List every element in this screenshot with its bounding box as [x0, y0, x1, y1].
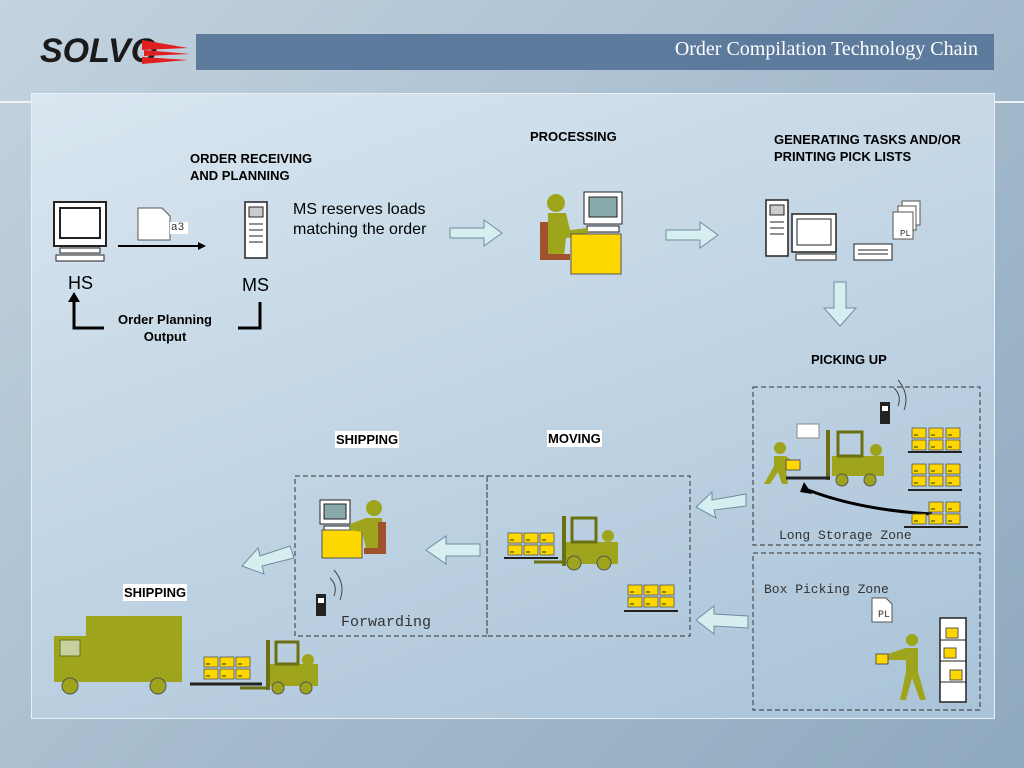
delivery-truck-icon — [54, 616, 182, 695]
ms-server-icon — [244, 201, 268, 259]
box-picker-icon — [875, 634, 926, 700]
forklift-moving-icon — [534, 516, 618, 571]
walking-picker-icon — [764, 442, 801, 484]
moving-zone-box — [486, 475, 691, 637]
box-picking-zone-box — [752, 552, 981, 711]
order-receiving-label: ORDER RECEIVING AND PLANNING — [190, 151, 313, 183]
forklift-long-storage-icon — [786, 430, 884, 487]
shipping-label-bottom: SHIPPING — [123, 584, 188, 601]
picking-up-label: PICKING UP — [811, 352, 887, 367]
box-picking-zone-label: Box Picking Zone — [764, 582, 889, 597]
scanner-device-icon — [880, 379, 907, 424]
order-planning-output-label: Order Planning Output — [118, 312, 212, 344]
flow-arrows — [241, 219, 858, 636]
processing-worker-icon — [540, 191, 623, 275]
forwarding-worker-icon — [319, 499, 386, 559]
long-storage-zone-label: Long Storage Zone — [779, 528, 912, 543]
generating-tasks-label: GENERATING TASKS AND/OR PRINTING PICK LI… — [774, 132, 961, 164]
ms-reserves-text: MS reserves loads matching the order — [293, 201, 427, 238]
feedback-bracket-right — [238, 302, 262, 330]
forwarding-zone-box — [294, 475, 488, 637]
logo-text: SOLVO — [40, 32, 157, 70]
long-storage-zone-box — [752, 386, 981, 546]
order-document-icon — [137, 207, 188, 241]
moving-crates-right — [624, 584, 678, 612]
solvo-logo: SOLVO — [40, 32, 190, 70]
logo-red-streaks — [142, 40, 190, 64]
pl-box-label: PL — [878, 610, 891, 621]
title-bar: Order Compilation Technology Chain — [196, 34, 994, 70]
pick-list-document-small — [871, 597, 893, 623]
diagram-panel — [31, 93, 995, 719]
ms-label: MS — [242, 275, 269, 295]
document-a3-label: a3 — [171, 222, 185, 234]
forwarding-scanner-icon — [316, 569, 343, 616]
moving-pallet-crates — [504, 532, 558, 559]
pick-list-card — [796, 423, 820, 439]
moving-label: MOVING — [547, 430, 602, 447]
shipping-crates — [190, 656, 262, 686]
page-title: Order Compilation Technology Chain — [674, 38, 978, 60]
shipping-label-top: SHIPPING — [335, 431, 400, 448]
task-generation-computer-icon — [765, 199, 837, 261]
forwarding-label: Forwarding — [341, 614, 432, 631]
box-picking-shelf — [939, 617, 967, 703]
hs-label: HS — [68, 273, 94, 293]
feedback-bracket-left — [72, 300, 104, 330]
picking-curved-arrow — [807, 488, 933, 516]
forklift-shipping-icon — [240, 640, 318, 695]
printer-icon — [853, 243, 893, 261]
processing-label: PROCESSING — [530, 129, 617, 144]
pick-list-documents-icon — [892, 200, 921, 240]
long-storage-racks — [904, 427, 968, 528]
hs-computer-icon — [53, 201, 107, 262]
pl-doc-label: PL — [900, 229, 911, 239]
